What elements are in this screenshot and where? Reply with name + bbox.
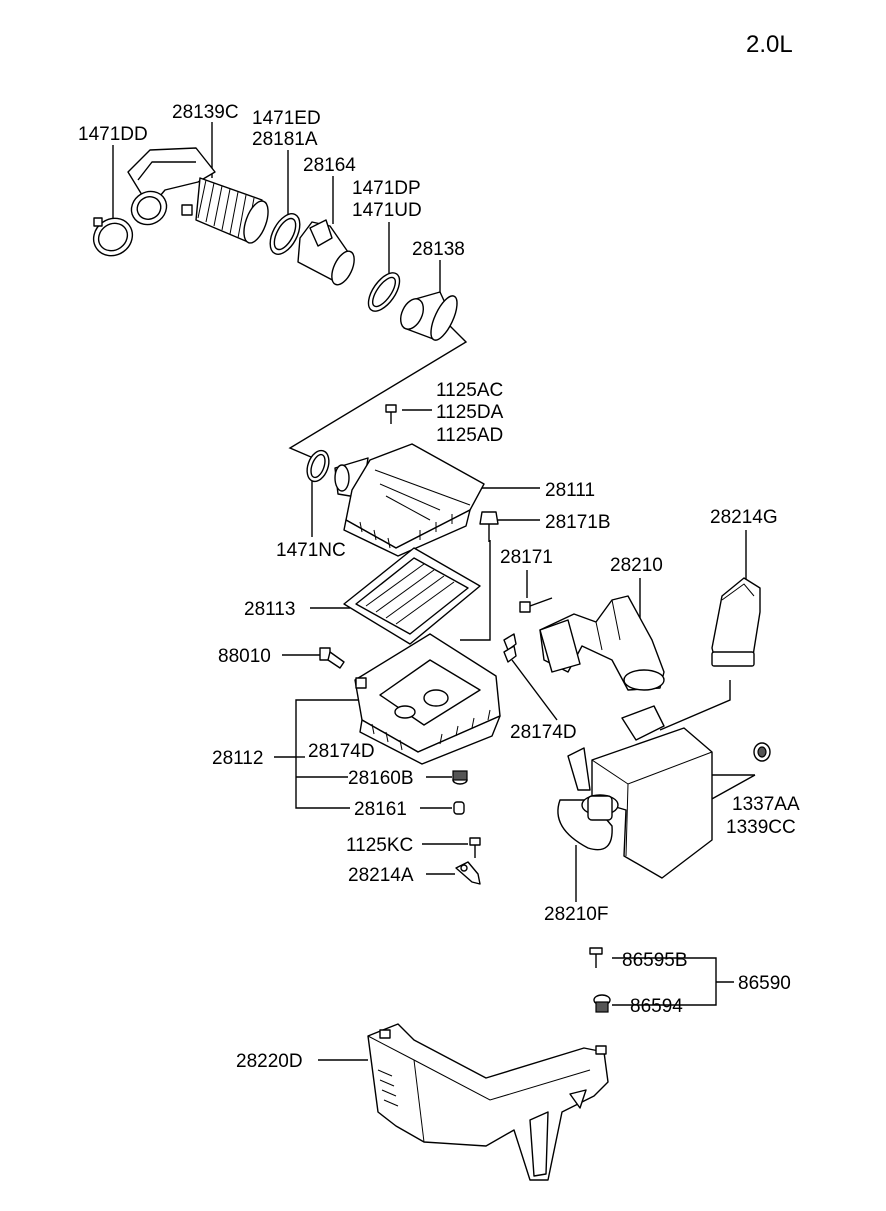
clip-28174d [503, 633, 517, 663]
label-1471dp: 1471DP [352, 178, 421, 199]
clamp-1471ed [269, 213, 301, 255]
clamp-1471dd [92, 217, 134, 257]
label-28171: 28171 [500, 547, 553, 568]
bolt-28171b [479, 511, 499, 542]
label-1125kc: 1125KC [346, 835, 413, 856]
label-28111: 28111 [545, 480, 595, 501]
label-28161: 28161 [354, 799, 407, 820]
adapter-28164 [297, 219, 355, 286]
label-86590: 86590 [738, 973, 791, 994]
label-28214a: 28214A [348, 865, 414, 886]
clamp-1471nc [306, 449, 330, 483]
label-1339cc: 1339CC [726, 817, 796, 838]
label-28174d-right: 28174D [510, 722, 577, 743]
air-guide-28220d [367, 1023, 609, 1181]
cleaner-cover-28111 [334, 443, 485, 557]
label-28113: 28113 [244, 599, 295, 620]
grommet-28160b [452, 770, 468, 785]
label-28164: 28164 [303, 155, 356, 176]
engine-label: 2.0L [746, 31, 793, 58]
label-28214g: 28214G [710, 507, 778, 528]
label-1125ac: 1125AC [436, 380, 503, 401]
label-1471ed: 1471ED [252, 108, 321, 129]
label-28220d: 28220D [236, 1051, 303, 1072]
resonator-duct-28210 [539, 595, 665, 691]
label-28160b: 28160B [348, 768, 414, 789]
label-28171b: 28171B [545, 512, 611, 533]
label-28138: 28138 [412, 239, 465, 260]
label-1471nc: 1471NC [276, 540, 346, 561]
label-1337aa: 1337AA [732, 794, 800, 815]
cap-28161 [453, 801, 465, 815]
label-28139c: 28139C [172, 102, 239, 123]
grommet-1337aa [753, 742, 771, 762]
resonator-box-28210f [557, 705, 713, 879]
hose-28138 [399, 291, 458, 341]
label-28112: 28112 [212, 748, 263, 769]
label-28181a: 28181A [252, 129, 318, 150]
bolt-88010 [319, 647, 345, 669]
fastener-86594 [593, 994, 611, 1013]
label-28210f: 28210F [544, 904, 608, 925]
fastener-86595b [589, 947, 603, 968]
label-28210: 28210 [610, 555, 663, 576]
duct-28214g [711, 577, 761, 667]
label-88010: 88010 [218, 646, 271, 667]
label-86594: 86594 [630, 996, 683, 1017]
bolt-28171 [519, 597, 553, 613]
label-1125ad: 1125AD [436, 425, 503, 446]
bracket-28214a [455, 861, 481, 885]
cleaner-body-28112 [354, 633, 501, 765]
bolt-1125ac [385, 404, 397, 424]
leader-lines [112, 122, 756, 1061]
intake-duct-28139c [127, 147, 269, 244]
filter-element-28113 [343, 547, 481, 645]
bolt-1125kc [469, 837, 481, 858]
clamp-1471dp [367, 272, 401, 312]
label-86595b: 86595B [622, 950, 688, 971]
label-1471ud: 1471UD [352, 200, 422, 221]
label-28174d-left: 28174D [308, 741, 375, 762]
label-1471dd: 1471DD [78, 124, 148, 145]
label-1125da: 1125DA [436, 402, 504, 423]
